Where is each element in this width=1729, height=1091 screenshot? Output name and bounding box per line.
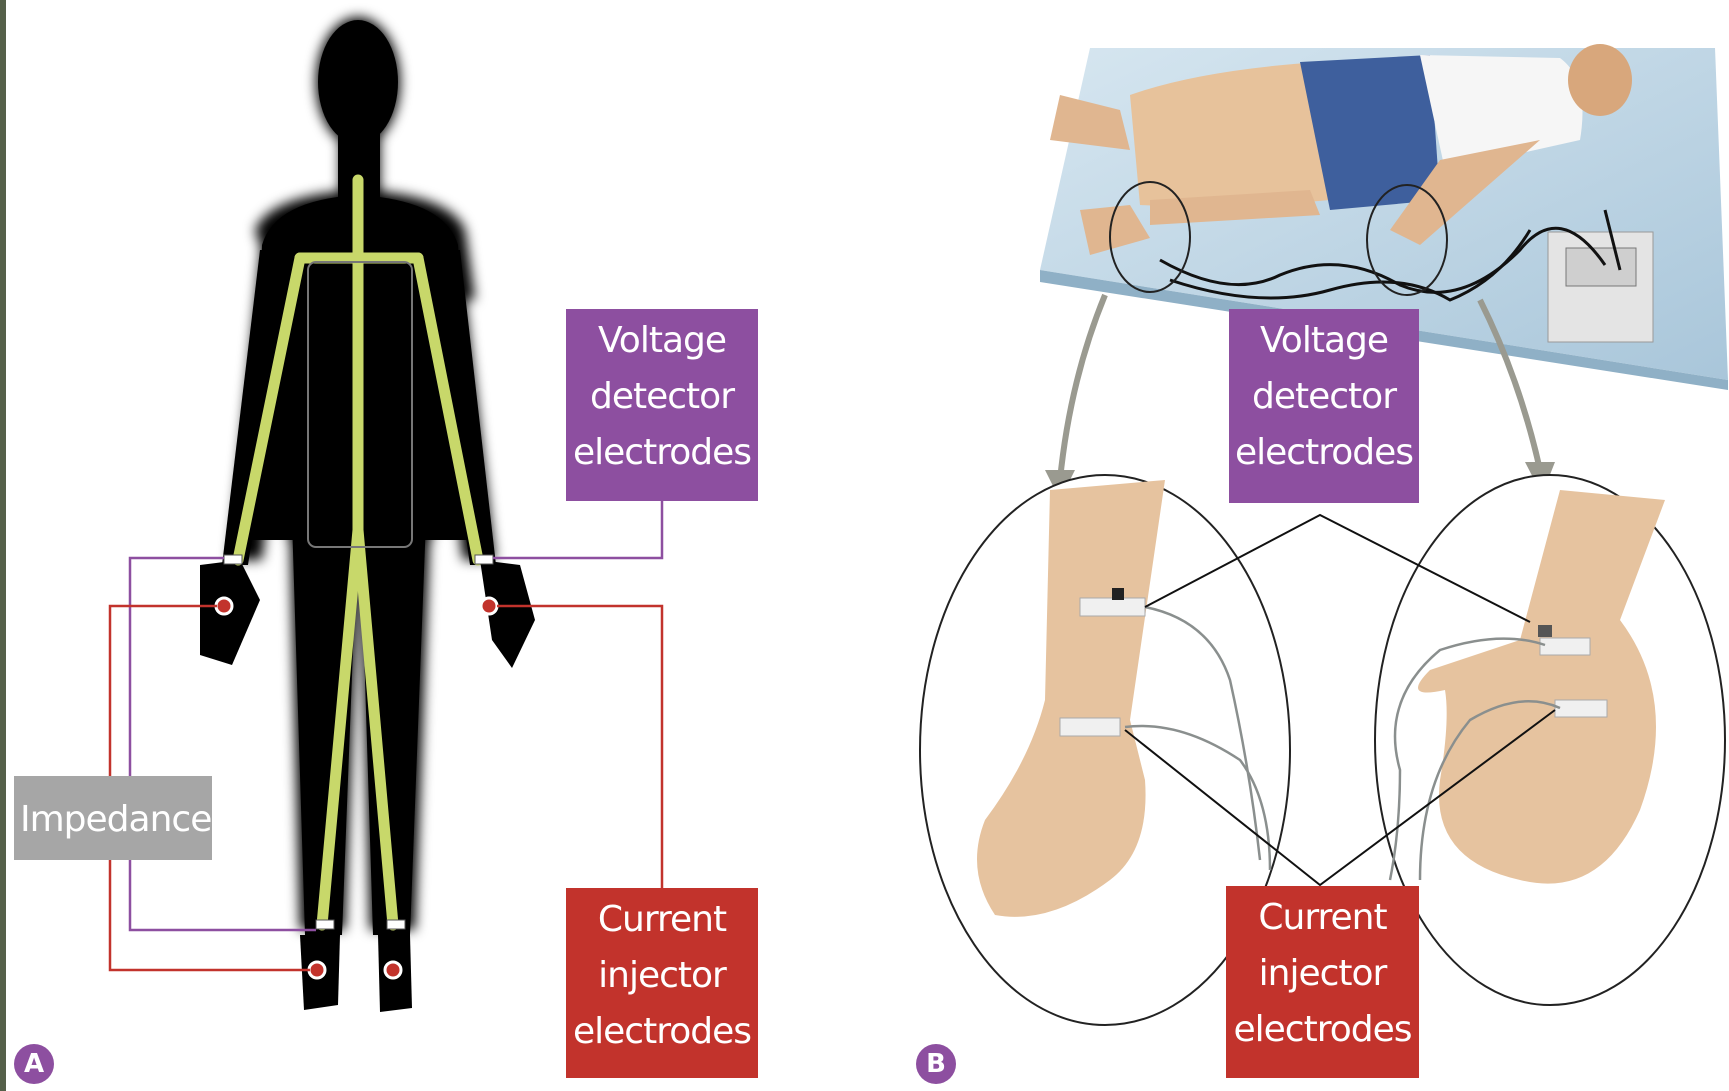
- magnified-hand: [1375, 475, 1725, 1005]
- label-line: electrodes: [572, 1004, 752, 1060]
- impedance-label: Impedance: [14, 776, 212, 860]
- label-line: electrodes: [572, 425, 752, 481]
- label-line: Voltage: [1235, 313, 1413, 369]
- label-line: Current: [1232, 890, 1413, 946]
- panel-b-current-label: Current injector electrodes: [1226, 886, 1419, 1078]
- panel-b-letter: B: [916, 1044, 956, 1084]
- panel-a-electrodes: [216, 555, 497, 978]
- label-line: injector: [1232, 946, 1413, 1002]
- label-line: detector: [572, 369, 752, 425]
- label-line: Voltage: [572, 313, 752, 369]
- label-line: electrodes: [1235, 425, 1413, 481]
- panel-a-current-label: Current injector electrodes: [566, 888, 758, 1078]
- label-line: injector: [572, 948, 752, 1004]
- label-line: Impedance: [20, 780, 206, 860]
- label-line: detector: [1235, 369, 1413, 425]
- label-line: electrodes: [1232, 1002, 1413, 1058]
- panel-b-voltage-label: Voltage detector electrodes: [1229, 309, 1419, 503]
- label-line: Current: [572, 892, 752, 948]
- panel-a-voltage-label: Voltage detector electrodes: [566, 309, 758, 501]
- panel-a-letter: A: [14, 1044, 54, 1084]
